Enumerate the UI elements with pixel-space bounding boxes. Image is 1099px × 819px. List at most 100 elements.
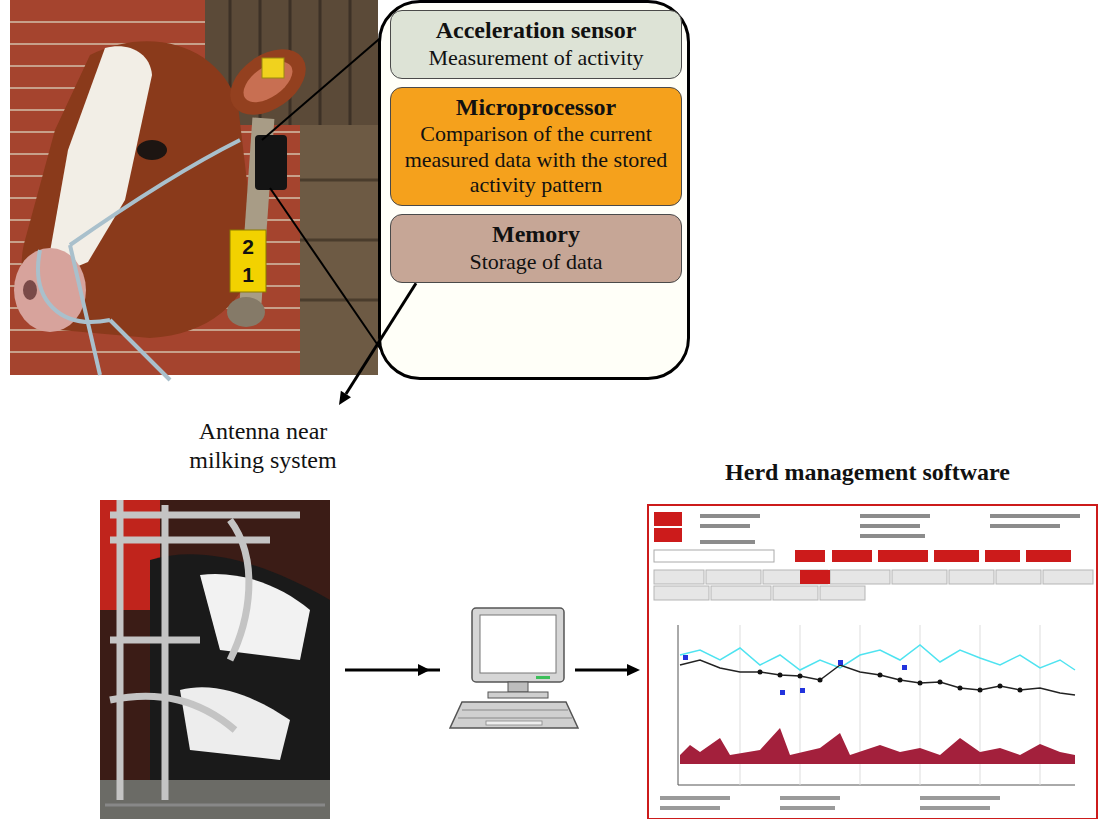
software-screenshot-part-part bbox=[958, 686, 963, 691]
leader-line-part bbox=[270, 188, 388, 360]
cow-photo-part bbox=[300, 180, 378, 300]
cow-photo-part bbox=[45, 46, 152, 280]
milking-photo-part-part bbox=[105, 804, 325, 807]
software-screenshot-part-part bbox=[700, 524, 750, 528]
cow-photo-part-part bbox=[319, 0, 322, 125]
computer-icon bbox=[418, 600, 578, 740]
software-screenshot-part-part bbox=[820, 586, 865, 600]
milking-photo-part-part bbox=[117, 500, 124, 800]
software-screenshot bbox=[648, 505, 1097, 819]
computer-icon-part-part bbox=[462, 710, 568, 711]
software-screenshot-part bbox=[654, 512, 682, 526]
software-screenshot-part-part bbox=[780, 690, 785, 695]
software-screenshot-part-part bbox=[773, 586, 818, 600]
software-screenshot-part-part bbox=[892, 570, 947, 584]
software-screenshot-part-part bbox=[949, 570, 994, 584]
computer-icon-part bbox=[486, 721, 542, 725]
software-screenshot-part bbox=[800, 570, 830, 584]
software-screenshot-part-part bbox=[920, 796, 1000, 800]
cow-photo-part bbox=[262, 58, 284, 78]
computer-icon-part bbox=[536, 676, 550, 679]
milking-photo bbox=[100, 500, 330, 819]
software-screenshot-part-part bbox=[1018, 688, 1023, 693]
software-screenshot-part-part bbox=[780, 796, 840, 800]
software-screenshot-part-part bbox=[838, 660, 843, 665]
cow-photo-part bbox=[227, 297, 265, 327]
software-screenshot-part-part bbox=[920, 806, 990, 810]
software-screenshot-part-part bbox=[860, 534, 925, 538]
software-screenshot-part-part bbox=[978, 688, 983, 693]
computer-icon-part-part bbox=[458, 718, 572, 719]
cow-photo-part bbox=[218, 36, 318, 128]
milking-photo-part bbox=[105, 804, 325, 807]
milking-photo-part-part bbox=[110, 512, 300, 519]
software-screenshot-part bbox=[654, 570, 1093, 600]
software-screenshot-part bbox=[700, 514, 1080, 544]
cow-photo-part-part bbox=[300, 299, 378, 302]
milking-photo-part bbox=[110, 500, 300, 800]
software-screenshot-part bbox=[678, 625, 679, 785]
software-screenshot-part-part bbox=[918, 681, 923, 686]
software-screenshot-part-part bbox=[780, 806, 835, 810]
software-heading: Herd management software bbox=[640, 440, 1095, 487]
band-heading: Microprocessor bbox=[399, 94, 673, 122]
software-screenshot-part-part bbox=[830, 570, 890, 584]
milking-photo-part-part bbox=[110, 537, 270, 544]
tag-number: 2 bbox=[233, 236, 263, 257]
software-screenshot-part bbox=[795, 550, 1071, 562]
software-screenshot-part-part bbox=[700, 514, 760, 518]
software-screenshot-part bbox=[654, 528, 682, 542]
computer-icon-part bbox=[480, 615, 556, 673]
cow-photo-part bbox=[10, 0, 378, 375]
computer-icon-part bbox=[488, 692, 548, 698]
band-heading: Acceleration sensor bbox=[399, 17, 673, 45]
computer-icon-part bbox=[508, 682, 528, 692]
software-screenshot-part-part bbox=[1026, 550, 1071, 562]
cow-photo-part-part bbox=[70, 245, 100, 375]
software-screenshot-part bbox=[648, 505, 1097, 819]
tag-number: 1 bbox=[233, 264, 263, 285]
computer-icon-part bbox=[458, 710, 572, 718]
flow-arrow bbox=[339, 283, 416, 405]
band-description: Storage of data bbox=[399, 249, 673, 274]
cow-photo-part bbox=[230, 230, 266, 292]
software-screenshot-part-part bbox=[654, 586, 709, 600]
software-screenshot-part-part bbox=[934, 550, 979, 562]
computer-icon-part bbox=[472, 608, 564, 682]
memory-band: MemoryStorage of data bbox=[390, 214, 682, 283]
software-node: Herd management software bbox=[640, 440, 1095, 819]
software-screenshot-part-part bbox=[878, 550, 928, 562]
software-screenshot-part-part bbox=[990, 524, 1060, 528]
processor-band: MicroprocessorComparison of the current … bbox=[390, 87, 682, 206]
milking-photo-part bbox=[200, 574, 310, 660]
software-screenshot-part-part bbox=[778, 673, 783, 678]
cow-photo-part-part bbox=[110, 320, 170, 380]
software-screenshot-part-part bbox=[1043, 570, 1093, 584]
cow-photo-part-part bbox=[300, 179, 378, 182]
cow-photo-part bbox=[236, 54, 299, 111]
cow-photo-part bbox=[38, 140, 240, 380]
leader-line bbox=[262, 28, 392, 360]
milking-photo-part-part bbox=[110, 696, 235, 730]
milking-photo-part-part bbox=[230, 520, 249, 660]
cow-photo-part bbox=[137, 140, 167, 160]
software-screenshot-part-part bbox=[998, 684, 1003, 689]
band-heading: Memory bbox=[399, 221, 673, 249]
software-screenshot-part-part bbox=[878, 673, 883, 678]
computer-icon-part bbox=[450, 702, 578, 728]
milking-photo-part-part bbox=[110, 637, 200, 644]
software-screenshot-part-part bbox=[798, 674, 803, 679]
milking-photo-part bbox=[100, 500, 330, 819]
software-screenshot-part-part bbox=[860, 524, 920, 528]
software-screenshot-part-part bbox=[706, 570, 761, 584]
photo-heading: Antenna near milking system bbox=[183, 405, 343, 475]
software-screenshot-part-part bbox=[902, 665, 907, 670]
arrow-line bbox=[346, 283, 416, 394]
software-screenshot-part bbox=[680, 728, 1075, 764]
milking-photo-part bbox=[150, 554, 330, 790]
antenna-node: Antenna near milking system bbox=[95, 405, 345, 819]
software-screenshot-part-part bbox=[898, 678, 903, 683]
cow-photo-part-part bbox=[70, 140, 240, 245]
software-screenshot-part-part bbox=[660, 806, 720, 810]
